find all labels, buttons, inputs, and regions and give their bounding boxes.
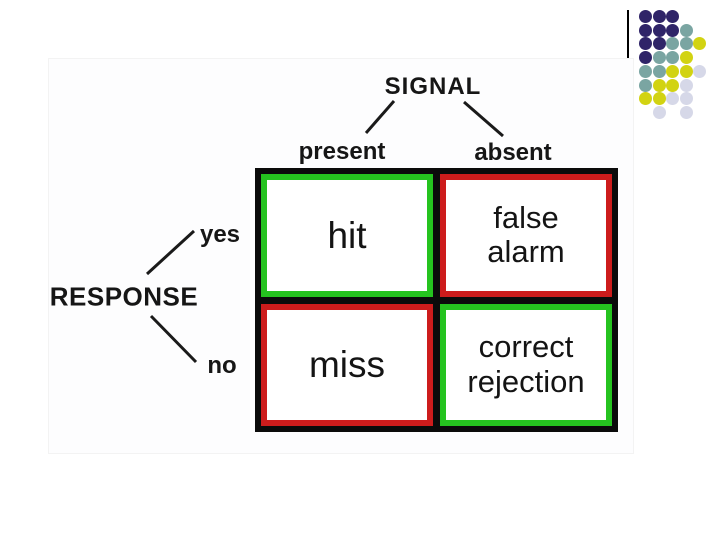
yes-label: yes bbox=[199, 221, 241, 248]
decoration-dot bbox=[679, 51, 693, 65]
decoration-dot bbox=[652, 10, 666, 23]
decoration-dot bbox=[639, 10, 652, 23]
decoration-dot bbox=[652, 105, 666, 119]
decoration-dot bbox=[679, 92, 693, 106]
decoration-dot bbox=[639, 37, 652, 51]
decoration-dot bbox=[693, 37, 707, 51]
decoration-dot bbox=[679, 37, 693, 51]
outcome-matrix: hit false alarm miss correct rejection bbox=[255, 168, 618, 432]
decoration-dot bbox=[666, 10, 680, 23]
decoration-dot bbox=[679, 78, 693, 92]
decoration-dot bbox=[639, 64, 652, 78]
no-label: no bbox=[207, 352, 237, 379]
cell-correct-rejection: correct rejection bbox=[440, 303, 612, 426]
decoration-dot bbox=[679, 105, 693, 119]
decoration-dot bbox=[652, 78, 666, 92]
decoration-dot bbox=[666, 92, 680, 106]
response-label: RESPONSE bbox=[49, 281, 199, 312]
decoration-dot bbox=[652, 51, 666, 65]
decoration-dot bbox=[639, 92, 652, 106]
decoration-dot bbox=[639, 51, 652, 65]
cell-correct-rejection-label: correct rejection bbox=[467, 329, 585, 399]
absent-label: absent bbox=[474, 139, 552, 166]
present-label: present bbox=[298, 138, 386, 165]
decoration-dot bbox=[652, 92, 666, 106]
decoration-dot bbox=[652, 23, 666, 37]
decoration-dot bbox=[666, 37, 680, 51]
decoration-dot bbox=[679, 64, 693, 78]
decoration-dot bbox=[679, 23, 693, 37]
decoration-dot bbox=[666, 64, 680, 78]
decoration-dot bbox=[666, 78, 680, 92]
decoration-dot bbox=[693, 64, 707, 78]
decoration-dot bbox=[666, 23, 680, 37]
cell-hit-label: hit bbox=[327, 214, 367, 256]
cell-miss: miss bbox=[261, 303, 433, 426]
decoration-dot bbox=[652, 64, 666, 78]
decoration-dot bbox=[652, 37, 666, 51]
cell-hit: hit bbox=[261, 174, 433, 297]
signal-label: SIGNAL bbox=[384, 73, 482, 100]
cell-false-alarm: false alarm bbox=[440, 174, 612, 297]
decoration-dot bbox=[639, 23, 652, 37]
cell-false-alarm-label: false alarm bbox=[487, 199, 565, 270]
vertical-rule-decoration bbox=[627, 10, 629, 58]
decoration-dot bbox=[639, 78, 652, 92]
cell-miss-label: miss bbox=[308, 344, 386, 386]
decoration-dot bbox=[666, 51, 680, 65]
